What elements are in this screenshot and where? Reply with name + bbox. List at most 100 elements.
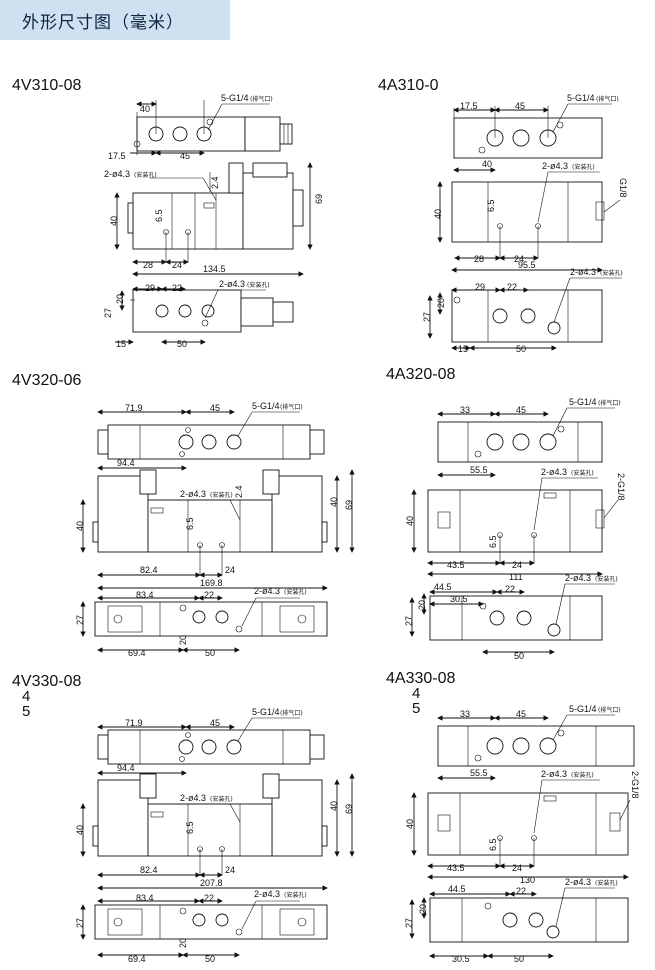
dim-4v320-69: 69 bbox=[344, 500, 354, 510]
drawing-4a310: 17.5 45 5-G1/4 (排气口) 40 2-ø4.3 (安装孔) G1/… bbox=[422, 93, 628, 354]
dim-4v330-69-4: 69.4 bbox=[128, 954, 146, 964]
4a310-bottom-view bbox=[427, 277, 622, 351]
label-4v330-hole-note: (安装孔) bbox=[210, 795, 233, 803]
dim-4v330-83-4: 83.4 bbox=[136, 893, 154, 903]
label-4a320-pilot: 2-G1/8 bbox=[616, 473, 626, 501]
label-4v310-port: 5-G1/4 bbox=[221, 93, 249, 103]
dim-4a310-29: 29 bbox=[475, 282, 485, 292]
dim-4v310-69: 69 bbox=[314, 194, 324, 204]
dim-4v310-2-4: 2.4 bbox=[210, 176, 220, 189]
4a320-top-view bbox=[437, 407, 615, 478]
dim-4a310-17-5: 17.5 bbox=[460, 101, 478, 111]
4v320-bottom-view bbox=[80, 595, 328, 653]
dim-4a310-28: 28 bbox=[474, 254, 484, 264]
label-4a310-hole-2: 2-ø4.3 bbox=[570, 267, 596, 277]
dim-4v330-71-9: 71.9 bbox=[125, 718, 143, 728]
dim-4a310-50: 50 bbox=[516, 344, 526, 354]
dim-4v330-50: 50 bbox=[205, 954, 215, 964]
4a320-bottom-view bbox=[409, 583, 615, 655]
4v310-front-view bbox=[114, 162, 313, 277]
dim-4a310-40-top: 40 bbox=[482, 159, 492, 169]
label-4v310-hole-2: 2-ø4.3 bbox=[219, 279, 245, 289]
drawing-4a330: 33 45 5-G1/4 (排气口) 55.5 2-ø4.3 (安装孔) 2-G… bbox=[404, 704, 640, 964]
model-label-4v320: 4V320-06 bbox=[12, 372, 82, 389]
label-4v310-hole-note: (安装孔) bbox=[134, 171, 157, 179]
4a320-front-view bbox=[411, 477, 619, 577]
drawing-4v330: 71.9 45 5-G1/4 (排气口) 94.4 bbox=[75, 707, 355, 964]
dim-4a310-40-front: 40 bbox=[433, 209, 443, 219]
drawing-4v320: 71.9 45 5-G1/4 (排气口) 94.4 bbox=[75, 401, 355, 658]
4a310-top-view bbox=[453, 103, 612, 173]
model-sub-4a330-a: 4 bbox=[412, 685, 421, 702]
dim-4a330-130: 130 bbox=[520, 875, 535, 885]
dim-4a320-50: 50 bbox=[514, 651, 524, 661]
dim-4v310-22: 22 bbox=[172, 283, 182, 293]
dim-4a330-30-5: 30.5 bbox=[452, 954, 470, 964]
label-4a310-hole: 2-ø4.3 bbox=[542, 161, 568, 171]
dim-4v320-45: 45 bbox=[210, 403, 220, 413]
label-4v330-hole-2: 2-ø4.3 bbox=[254, 889, 280, 899]
label-4v330-port: 5-G1/4 bbox=[252, 707, 280, 717]
dim-4v310-20: 20 bbox=[115, 294, 125, 304]
label-4a330-hole-2: 2-ø4.3 bbox=[565, 877, 591, 887]
model-sub-4v330-a: 4 bbox=[22, 688, 31, 705]
label-4a320-hole: 2-ø4.3 bbox=[541, 467, 567, 477]
model-sub-4a330-b: 5 bbox=[412, 700, 421, 717]
dim-4v320-6-5: 6.5 bbox=[185, 517, 195, 530]
dim-4v320-94-4: 94.4 bbox=[117, 458, 135, 468]
dim-4a330-55-5: 55.5 bbox=[470, 768, 488, 778]
dim-4a320-111: 111 bbox=[509, 572, 523, 582]
dim-4v320-82-4: 82.4 bbox=[140, 565, 158, 575]
label-4a310-port-note: (排气口) bbox=[596, 95, 619, 103]
dim-4a320-24: 24 bbox=[512, 560, 522, 570]
dim-4v330-22: 22 bbox=[204, 893, 214, 903]
model-label-4a320: 4A320-08 bbox=[386, 366, 456, 383]
label-4a330-hole-note-2: (安装孔) bbox=[595, 879, 618, 887]
dim-4v330-24: 24 bbox=[225, 865, 235, 875]
dim-4v320-2-4: 2.4 bbox=[234, 485, 244, 498]
dim-4v320-40b: 40 bbox=[329, 497, 339, 507]
dim-4a320-22: 22 bbox=[505, 584, 515, 594]
dim-4v310-24: 24 bbox=[172, 260, 182, 270]
4a330-front-view bbox=[411, 779, 631, 880]
dim-4a330-45: 45 bbox=[516, 709, 526, 719]
label-4v330-hole-note-2: (安装孔) bbox=[284, 891, 307, 899]
label-4v320-hole-note-2: (安装孔) bbox=[284, 588, 307, 596]
dim-4a330-43-5: 43.5 bbox=[447, 863, 465, 873]
dim-4a330-50: 50 bbox=[514, 954, 524, 964]
label-4v310-port-note: (排气口) bbox=[250, 95, 273, 103]
dim-4a320-40: 40 bbox=[405, 516, 415, 526]
label-4v310-hole: 2-ø4.3 bbox=[104, 169, 130, 179]
model-label-4v330: 4V330-08 bbox=[12, 673, 82, 690]
label-4v330-port-note: (排气口) bbox=[280, 709, 303, 717]
dim-4v310-15: 15 bbox=[116, 339, 126, 349]
dim-4v330-207-8: 207.8 bbox=[200, 878, 223, 888]
4a330-top-view bbox=[437, 714, 635, 781]
dim-4a330-20: 20 bbox=[418, 904, 428, 914]
dim-4v330-27: 27 bbox=[75, 918, 85, 928]
label-4a310-pilot: G1/8 bbox=[618, 178, 628, 198]
dim-4a330-33: 33 bbox=[460, 709, 470, 719]
label-4v320-port-note: (排气口) bbox=[280, 403, 303, 411]
dim-4v310-17-5: 17.5 bbox=[108, 151, 126, 161]
dim-4v320-50: 50 bbox=[205, 648, 215, 658]
label-4a320-port-note: (排气口) bbox=[598, 399, 621, 407]
dim-4v310-28: 28 bbox=[143, 260, 153, 270]
dim-4v320-71-9: 71.9 bbox=[125, 403, 143, 413]
dim-4a330-22: 22 bbox=[516, 886, 526, 896]
dim-4a330-40: 40 bbox=[405, 819, 415, 829]
label-4v330-hole: 2-ø4.3 bbox=[180, 793, 206, 803]
dim-4v330-45: 45 bbox=[210, 718, 220, 728]
label-4a330-port-note: (排气口) bbox=[598, 706, 621, 714]
label-4a310-hole-note-2: (安装孔) bbox=[600, 269, 623, 277]
4v320-top-view bbox=[97, 409, 325, 471]
dim-4v310-6-5: 6.5 bbox=[154, 209, 164, 222]
dim-4a310-15: 15 bbox=[458, 344, 468, 354]
4a310-front-view bbox=[437, 171, 621, 273]
dim-4a310-22: 22 bbox=[507, 282, 517, 292]
dim-4a320-27: 27 bbox=[404, 616, 414, 626]
dim-4a320-6-5: 6.5 bbox=[488, 535, 498, 548]
dim-4a320-55-5: 55.5 bbox=[470, 465, 488, 475]
page-title: 外形尺寸图（毫米） bbox=[22, 13, 184, 33]
dim-4v330-82-4: 82.4 bbox=[140, 865, 158, 875]
